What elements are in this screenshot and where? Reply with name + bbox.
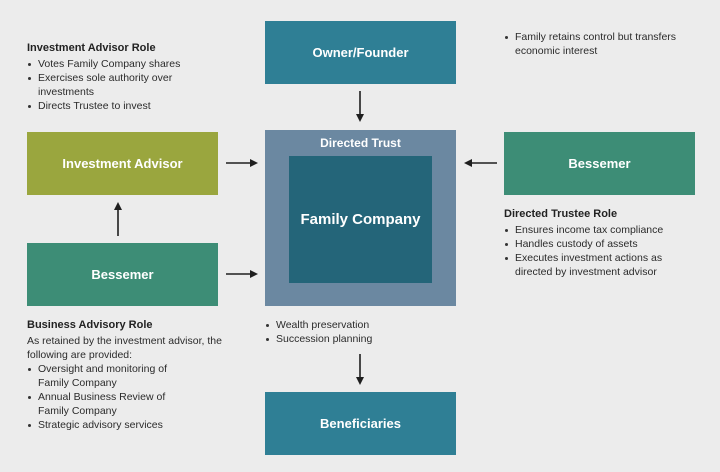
business-advisory-role-heading: Business Advisory Role	[27, 319, 153, 331]
business-advisory-intro: As retained by the investment advisor, t…	[27, 335, 222, 361]
list-item: Strategic advisory services	[27, 418, 242, 432]
list-item: Family retains control but transfers eco…	[504, 30, 709, 58]
list-item: Annual Business Review of Family Company	[27, 390, 188, 418]
investment-advisor-role: Investment Advisor Role Votes Family Com…	[27, 41, 227, 113]
directed-trustee-role-heading: Directed Trustee Role	[504, 208, 618, 220]
business-advisory-role: Business Advisory Role As retained by th…	[27, 318, 242, 432]
directed-trust-box: Directed Trust Family Company	[265, 130, 456, 306]
directed-trust-title: Directed Trust	[320, 136, 401, 150]
list-item: Wealth preservation	[265, 318, 455, 332]
list-item: Exercises sole authority over investment…	[27, 71, 203, 99]
owner-note: Family retains control but transfers eco…	[504, 30, 709, 58]
owner-founder-box: Owner/Founder	[265, 21, 456, 84]
directed-trustee-role: Directed Trustee Role Ensures income tax…	[504, 207, 714, 279]
investment-advisor-role-list: Votes Family Company shares Exercises so…	[27, 57, 227, 113]
trust-outcomes: Wealth preservation Succession planning	[265, 318, 455, 346]
list-item: Directs Trustee to invest	[27, 99, 227, 113]
investment-advisor-role-heading: Investment Advisor Role	[27, 42, 156, 54]
list-item: Executes investment actions as directed …	[504, 251, 695, 279]
bessemer-trustee-box: Bessemer	[504, 132, 695, 195]
list-item: Votes Family Company shares	[27, 57, 227, 71]
list-item: Succession planning	[265, 332, 455, 346]
list-item: Handles custody of assets	[504, 237, 714, 251]
investment-advisor-box: Investment Advisor	[27, 132, 218, 195]
family-company-box: Family Company	[289, 156, 432, 283]
bessemer-advisory-box: Bessemer	[27, 243, 218, 306]
list-item: Oversight and monitoring of Family Compa…	[27, 362, 188, 390]
list-item: Ensures income tax compliance	[504, 223, 714, 237]
beneficiaries-box: Beneficiaries	[265, 392, 456, 455]
